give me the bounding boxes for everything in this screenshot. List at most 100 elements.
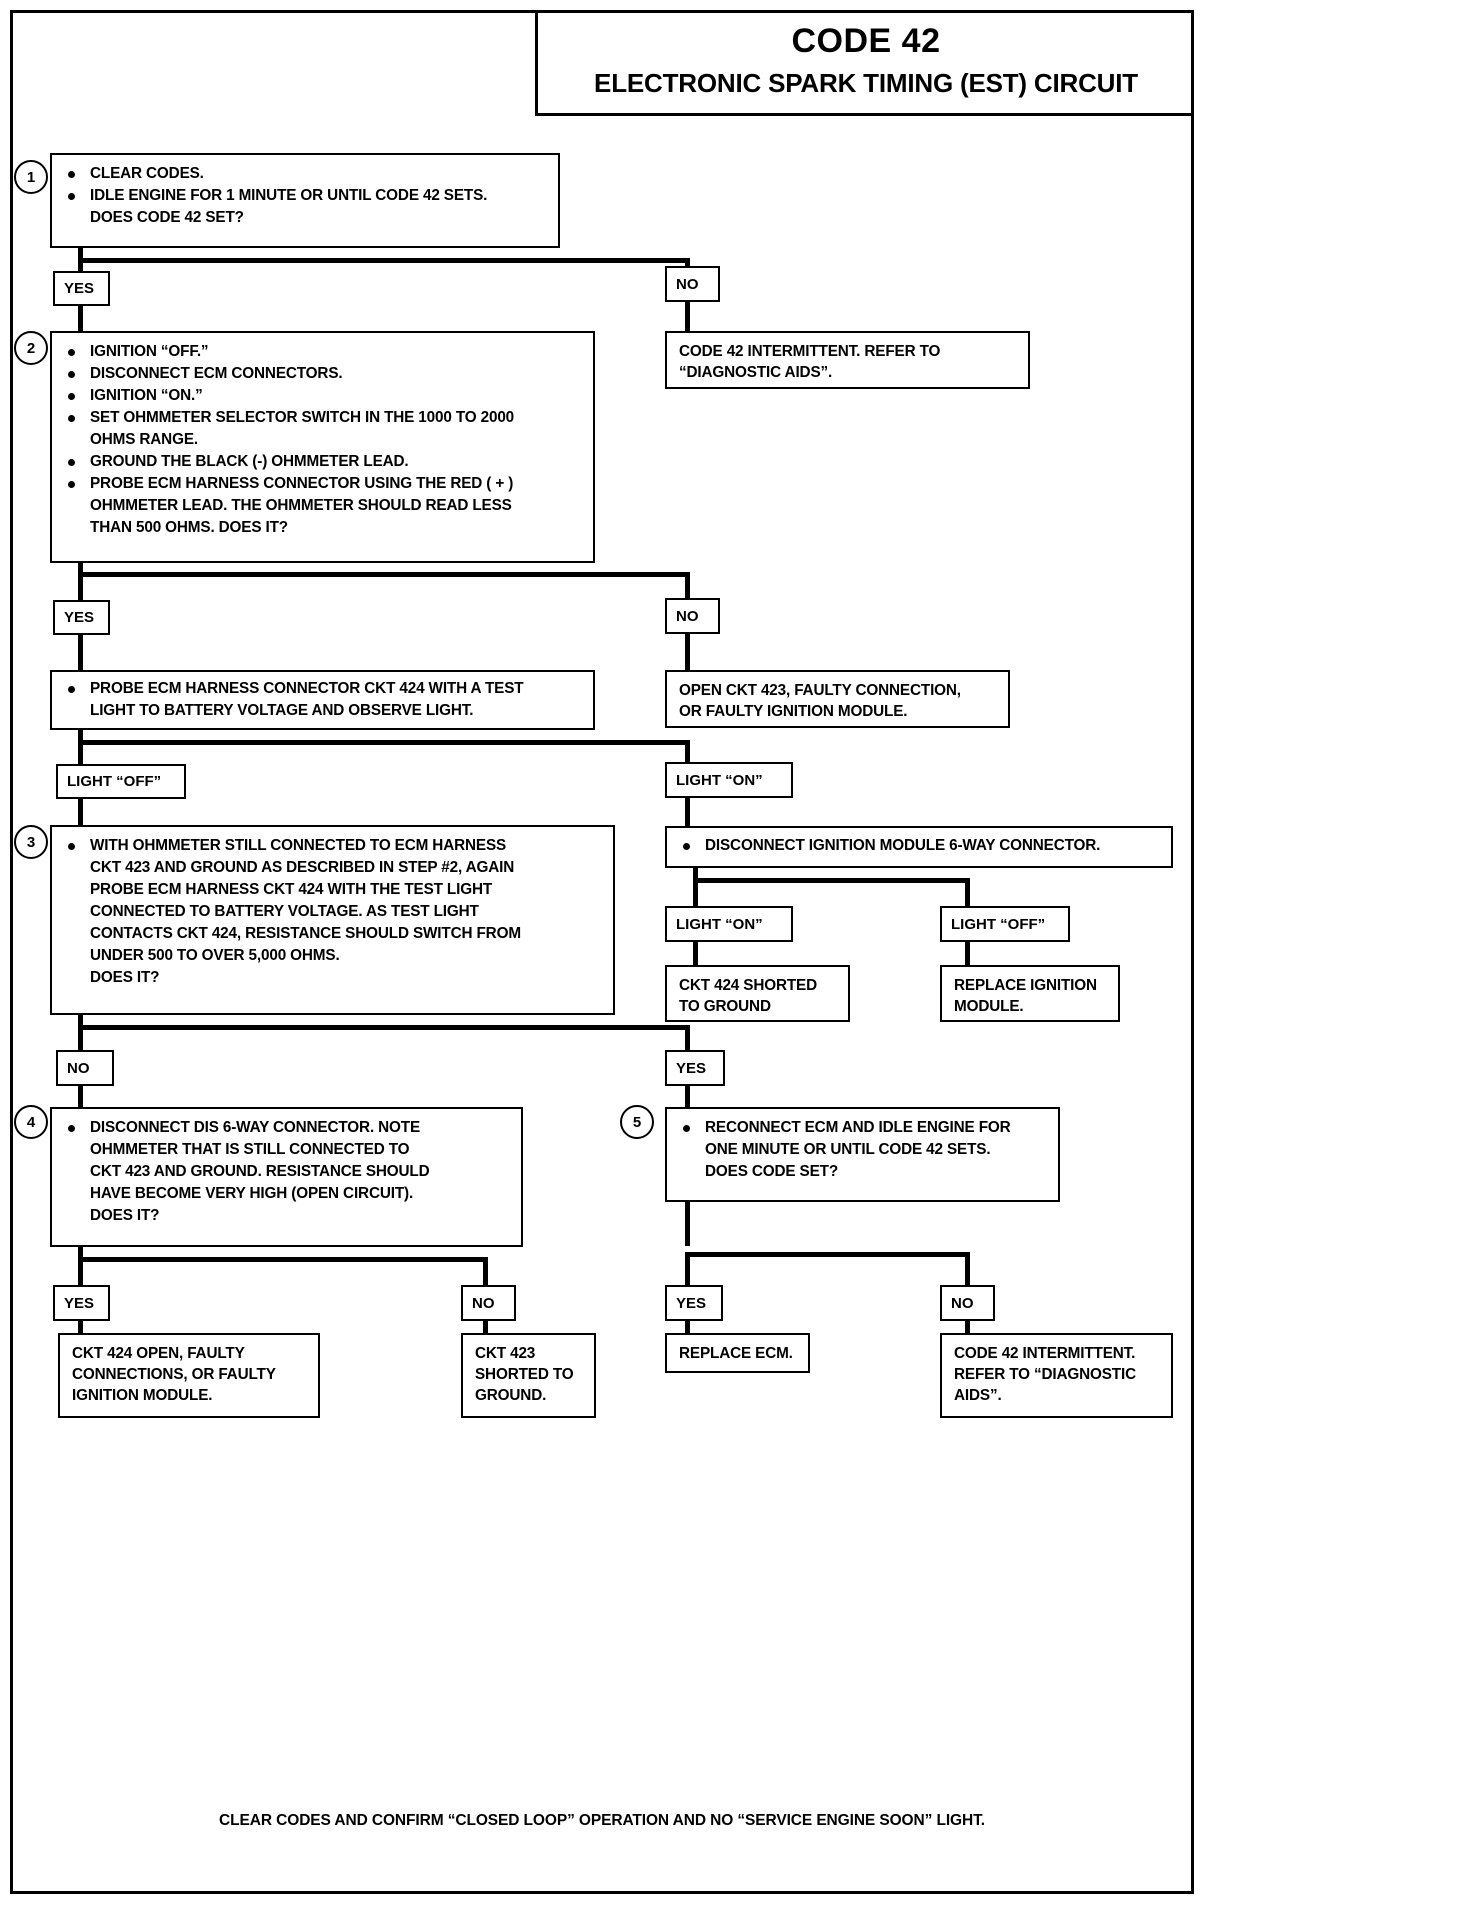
box-line: CODE 42 INTERMITTENT. xyxy=(954,1345,1136,1362)
branch-yes-step5: YES xyxy=(665,1285,723,1321)
connector xyxy=(965,1252,970,1286)
box-step-5-line: RECONNECT ECM AND IDLE ENGINE FOR xyxy=(671,1118,1050,1139)
connector xyxy=(693,878,970,883)
connector xyxy=(685,798,690,826)
connector xyxy=(78,563,83,577)
box-step-2-line: OHMS RANGE. xyxy=(90,430,198,448)
box-line: DISCONNECT IGNITION MODULE 6-WAY CONNECT… xyxy=(671,836,1163,857)
box-line: CKT 423 xyxy=(475,1345,536,1362)
box-replace-ignition-module: REPLACE IGNITION MODULE. xyxy=(940,965,1120,1022)
box-line: CKT 424 OPEN, FAULTY xyxy=(72,1345,245,1362)
connector xyxy=(78,740,83,766)
box-step-1: CLEAR CODES. IDLE ENGINE FOR 1 MINUTE OR… xyxy=(50,153,560,248)
page-border xyxy=(10,10,1194,1894)
box-step-3-line: DOES IT? xyxy=(90,968,160,986)
connector xyxy=(483,1257,488,1287)
branch-light-on-2: LIGHT “ON” xyxy=(665,906,793,942)
box-line: CONNECTIONS, OR FAULTY xyxy=(72,1365,276,1383)
box-line: PROBE ECM HARNESS CONNECTOR CKT 424 WITH… xyxy=(56,679,585,700)
branch-light-on-1: LIGHT “ON” xyxy=(665,762,793,798)
step-number-1: 1 xyxy=(14,160,48,194)
connector xyxy=(693,942,698,967)
page-subtitle: ELECTRONIC SPARK TIMING (EST) CIRCUIT xyxy=(594,68,1138,98)
connector xyxy=(78,1257,488,1262)
connector xyxy=(78,1257,83,1287)
step-number-5: 5 xyxy=(620,1105,654,1139)
connector xyxy=(685,1252,970,1257)
branch-light-off-2: LIGHT “OFF” xyxy=(940,906,1070,942)
connector xyxy=(965,1321,970,1335)
box-step-3-line: CONNECTED TO BATTERY VOLTAGE. AS TEST LI… xyxy=(90,902,479,920)
box-step-1-line: IDLE ENGINE FOR 1 MINUTE OR UNTIL CODE 4… xyxy=(56,186,550,207)
page-title: CODE 42 xyxy=(791,22,941,60)
chart-header: CODE 42 ELECTRONIC SPARK TIMING (EST) CI… xyxy=(535,10,1194,116)
connector xyxy=(78,1247,83,1261)
box-step-2: IGNITION “OFF.” DISCONNECT ECM CONNECTOR… xyxy=(50,331,595,563)
connector xyxy=(78,1025,690,1030)
connector xyxy=(78,248,83,262)
box-open-ckt423: OPEN CKT 423, FAULTY CONNECTION, OR FAUL… xyxy=(665,670,1010,728)
box-code42-intermittent-1: CODE 42 INTERMITTENT. REFER TO “DIAGNOST… xyxy=(665,331,1030,389)
box-step-5-line: ONE MINUTE OR UNTIL CODE 42 SETS. xyxy=(705,1140,991,1158)
connector xyxy=(483,1321,488,1335)
connector xyxy=(78,1086,83,1108)
box-step-4-line: DISCONNECT DIS 6-WAY CONNECTOR. NOTE xyxy=(56,1118,513,1139)
connector xyxy=(78,258,690,263)
branch-no-step4: NO xyxy=(461,1285,516,1321)
branch-no-step3: NO xyxy=(56,1050,114,1086)
box-step-2-line: THAN 500 OHMS. DOES IT? xyxy=(90,518,288,536)
box-line: OR FAULTY IGNITION MODULE. xyxy=(679,702,908,720)
branch-yes-step2: YES xyxy=(53,600,110,635)
box-step-2-line: GROUND THE BLACK (-) OHMMETER LEAD. xyxy=(56,452,585,473)
step-number-2: 2 xyxy=(14,331,48,365)
footer-note: CLEAR CODES AND CONFIRM “CLOSED LOOP” OP… xyxy=(219,1812,985,1829)
box-line: SHORTED TO xyxy=(475,1365,574,1383)
connector xyxy=(685,1321,690,1335)
connector xyxy=(965,878,970,906)
box-step-5-line: DOES CODE SET? xyxy=(705,1162,839,1180)
box-step-3-line: WITH OHMMETER STILL CONNECTED TO ECM HAR… xyxy=(56,836,605,857)
branch-yes-step1: YES xyxy=(53,271,110,306)
box-step-4-line: OHMMETER THAT IS STILL CONNECTED TO xyxy=(90,1140,410,1158)
connector xyxy=(685,1025,690,1052)
box-step-2-line: DISCONNECT ECM CONNECTORS. xyxy=(56,364,585,385)
connector xyxy=(78,1025,83,1052)
box-ckt423-shorted: CKT 423 SHORTED TO GROUND. xyxy=(461,1333,596,1418)
connector xyxy=(78,306,83,333)
box-ckt424-shorted: CKT 424 SHORTED TO GROUND xyxy=(665,965,850,1022)
box-line: LIGHT TO BATTERY VOLTAGE AND OBSERVE LIG… xyxy=(90,701,474,719)
connector xyxy=(78,1015,83,1029)
branch-yes-step3: YES xyxy=(665,1050,725,1086)
step-number-4: 4 xyxy=(14,1105,48,1139)
connector xyxy=(78,572,690,577)
connector xyxy=(685,302,690,331)
connector xyxy=(685,572,690,600)
branch-yes-step4: YES xyxy=(53,1285,110,1321)
connector xyxy=(965,942,970,967)
connector xyxy=(78,635,83,670)
connector xyxy=(685,258,690,273)
box-line: GROUND. xyxy=(475,1386,547,1404)
box-line: REPLACE ECM. xyxy=(679,1345,793,1362)
box-step-3-line: UNDER 500 TO OVER 5,000 OHMS. xyxy=(90,946,340,964)
box-line: TO GROUND xyxy=(679,997,771,1015)
connector xyxy=(693,868,698,882)
connector xyxy=(78,730,83,744)
connector xyxy=(685,740,690,764)
connector xyxy=(685,1252,690,1286)
connector xyxy=(685,1202,690,1246)
connector xyxy=(78,799,83,827)
box-line: CODE 42 INTERMITTENT. REFER TO xyxy=(679,343,941,360)
box-line: REFER TO “DIAGNOSTIC xyxy=(954,1365,1136,1383)
connector xyxy=(78,1321,83,1335)
box-step-2-line: IGNITION “ON.” xyxy=(56,386,585,407)
branch-no-step2: NO xyxy=(665,598,720,634)
box-line: CKT 424 SHORTED xyxy=(679,977,817,994)
box-disconnect-ignition-module: DISCONNECT IGNITION MODULE 6-WAY CONNECT… xyxy=(665,826,1173,868)
box-step-2-line: IGNITION “OFF.” xyxy=(56,342,585,363)
connector xyxy=(685,1086,690,1108)
box-step-1-line: CLEAR CODES. xyxy=(56,164,550,185)
box-step-3: WITH OHMMETER STILL CONNECTED TO ECM HAR… xyxy=(50,825,615,1015)
branch-no-step1: NO xyxy=(665,266,720,302)
